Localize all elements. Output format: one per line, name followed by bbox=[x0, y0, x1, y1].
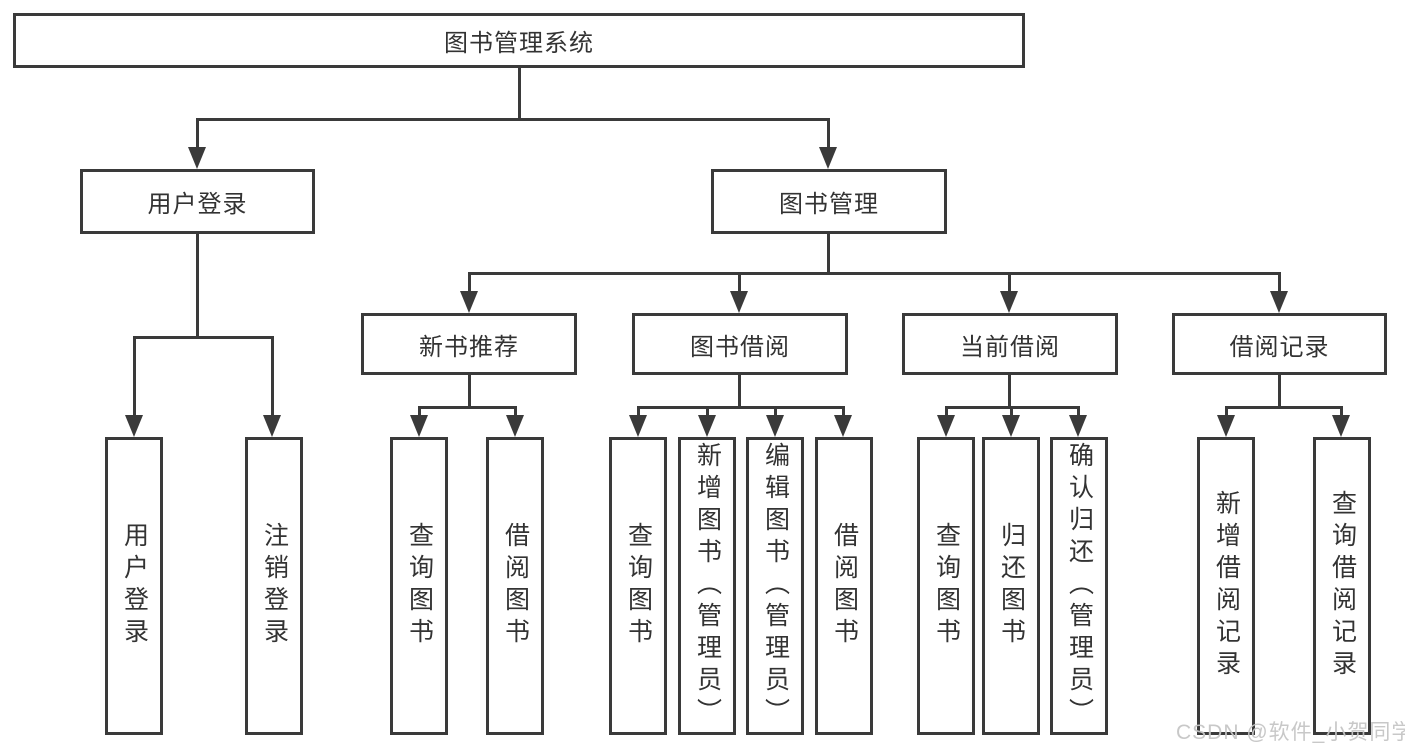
connector-new-books-rail bbox=[418, 406, 517, 409]
leaf-label: 归还图书 bbox=[997, 522, 1026, 650]
leaf-label: 借阅图书 bbox=[501, 522, 530, 650]
connector-drop-current-borrow bbox=[1008, 272, 1011, 294]
connector-user-login-stem bbox=[196, 234, 199, 338]
node-current-borrow: 当前借阅 bbox=[902, 313, 1118, 375]
node-label: 用户登录 bbox=[147, 191, 248, 218]
arrowhead-cb-query bbox=[937, 415, 955, 437]
leaf-label: 新增借阅记录 bbox=[1212, 490, 1241, 682]
arrowhead-current-borrow bbox=[1000, 291, 1018, 313]
connector-drop-br-query bbox=[1340, 406, 1343, 418]
leaf-label: 确认归还（管理员） bbox=[1065, 442, 1094, 730]
connector-borrow-records-rail bbox=[1225, 406, 1342, 409]
node-library-management-system: 图书管理系统 bbox=[13, 13, 1025, 68]
connector-root-rail bbox=[196, 118, 830, 121]
leaf-label: 查询图书 bbox=[932, 522, 961, 650]
arrowhead-bb-add bbox=[698, 415, 716, 437]
connector-book-borrow-stem bbox=[738, 375, 741, 409]
connector-drop-cb-confirm bbox=[1077, 406, 1080, 418]
node-label: 借阅记录 bbox=[1229, 333, 1330, 361]
connector-drop-book-borrow bbox=[738, 272, 741, 294]
connector-drop-leaf-user-login bbox=[133, 336, 136, 417]
connector-borrow-records-stem bbox=[1278, 375, 1281, 409]
leaf-cb-confirm-return-admin: 确认归还（管理员） bbox=[1050, 437, 1108, 735]
node-borrow-records: 借阅记录 bbox=[1172, 313, 1387, 375]
node-label: 新书推荐 bbox=[419, 333, 519, 361]
leaf-label: 编辑图书（管理员） bbox=[761, 442, 790, 730]
leaf-label: 用户登录 bbox=[120, 522, 149, 650]
arrowhead-bb-query bbox=[629, 415, 647, 437]
arrowhead-borrow-records bbox=[1270, 291, 1288, 313]
connector-drop-cb-query bbox=[945, 406, 948, 418]
connector-drop-nb-borrow bbox=[514, 406, 517, 418]
connector-drop-user-login bbox=[196, 118, 199, 150]
leaf-label: 查询图书 bbox=[405, 522, 434, 650]
connector-book-management-stem bbox=[827, 234, 830, 275]
leaf-label: 查询图书 bbox=[624, 522, 653, 650]
connector-drop-new-books bbox=[468, 272, 471, 294]
connector-drop-leaf-logout bbox=[271, 336, 274, 417]
arrowhead-br-query bbox=[1332, 415, 1350, 437]
leaf-logout-login: 注销登录 bbox=[245, 437, 303, 735]
connector-book-borrow-rail bbox=[637, 406, 845, 409]
arrowhead-leaf-logout bbox=[263, 415, 281, 437]
connector-drop-cb-return bbox=[1010, 406, 1013, 418]
arrowhead-nb-query bbox=[410, 415, 428, 437]
leaf-nb-query-books: 查询图书 bbox=[390, 437, 448, 735]
leaf-user-login: 用户登录 bbox=[105, 437, 163, 735]
connector-drop-nb-query bbox=[418, 406, 421, 418]
arrowhead-leaf-user-login bbox=[125, 415, 143, 437]
connector-book-management-rail bbox=[468, 272, 1281, 275]
arrowhead-cb-confirm bbox=[1069, 415, 1087, 437]
leaf-label: 注销登录 bbox=[260, 522, 289, 650]
node-book-borrow: 图书借阅 bbox=[632, 313, 848, 375]
arrowhead-br-add bbox=[1217, 415, 1235, 437]
arrowhead-book-borrow bbox=[730, 291, 748, 313]
arrowhead-cb-return bbox=[1002, 415, 1020, 437]
leaf-cb-query-books: 查询图书 bbox=[917, 437, 975, 735]
watermark-text: CSDN @软件_小贺同学 bbox=[1176, 721, 1405, 744]
leaf-bb-query-books: 查询图书 bbox=[609, 437, 667, 735]
node-book-management: 图书管理 bbox=[711, 169, 947, 234]
connector-drop-bb-add bbox=[706, 406, 709, 418]
csdn-watermark: CSDN @软件_小贺同学 bbox=[1176, 716, 1405, 746]
connector-drop-bb-borrow bbox=[842, 406, 845, 418]
leaf-bb-borrow-books: 借阅图书 bbox=[815, 437, 873, 735]
node-label: 图书管理 bbox=[779, 191, 879, 218]
arrowhead-bb-edit bbox=[766, 415, 784, 437]
arrowhead-bb-borrow bbox=[834, 415, 852, 437]
leaf-label: 新增图书（管理员） bbox=[693, 442, 722, 730]
arrowhead-new-books bbox=[460, 291, 478, 313]
node-label: 当前借阅 bbox=[960, 333, 1060, 361]
connector-current-borrow-stem bbox=[1008, 375, 1011, 409]
node-label: 图书借阅 bbox=[690, 333, 790, 361]
leaf-br-add-record: 新增借阅记录 bbox=[1197, 437, 1255, 735]
arrowhead-book-management bbox=[819, 147, 837, 169]
connector-new-books-stem bbox=[468, 375, 471, 409]
leaf-bb-edit-books-admin: 编辑图书（管理员） bbox=[746, 437, 804, 735]
connector-drop-book-management bbox=[827, 118, 830, 150]
leaf-label: 查询借阅记录 bbox=[1328, 490, 1357, 682]
connector-drop-bb-edit bbox=[774, 406, 777, 418]
connector-drop-borrow-records bbox=[1278, 272, 1281, 294]
leaf-nb-borrow-books: 借阅图书 bbox=[486, 437, 544, 735]
arrowhead-user-login bbox=[188, 147, 206, 169]
arrowhead-nb-borrow bbox=[506, 415, 524, 437]
leaf-label: 借阅图书 bbox=[830, 522, 859, 650]
connector-root-stem bbox=[518, 68, 521, 120]
connector-user-login-rail bbox=[133, 336, 274, 339]
node-label: 图书管理系统 bbox=[444, 30, 594, 57]
connector-drop-bb-query bbox=[637, 406, 640, 418]
node-user-login: 用户登录 bbox=[80, 169, 315, 234]
leaf-bb-add-books-admin: 新增图书（管理员） bbox=[678, 437, 736, 735]
leaf-cb-return-books: 归还图书 bbox=[982, 437, 1040, 735]
connector-drop-br-add bbox=[1225, 406, 1228, 418]
node-new-books: 新书推荐 bbox=[361, 313, 577, 375]
leaf-br-query-record: 查询借阅记录 bbox=[1313, 437, 1371, 735]
